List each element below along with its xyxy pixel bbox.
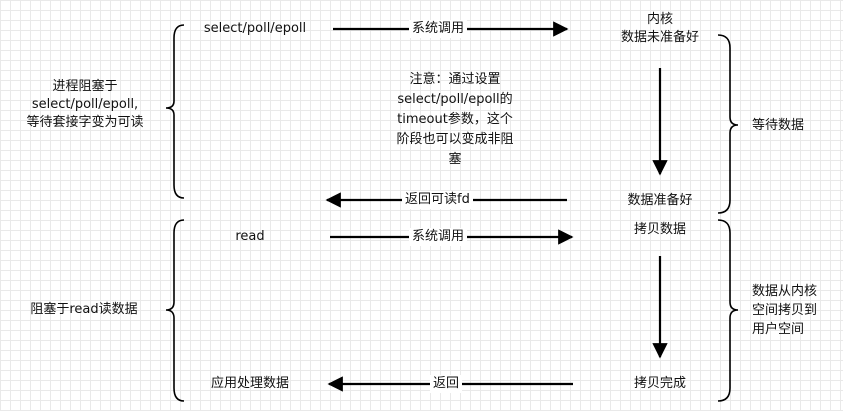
copy-complete: 拷贝完成	[633, 376, 686, 391]
left-brace-select	[165, 24, 185, 199]
select-poll-epoll-call: select/poll/epoll	[203, 21, 307, 36]
kernel-data-not-ready: 内核 数据未准备好	[620, 12, 699, 45]
right-brace-wait	[717, 34, 739, 214]
label-copy-to-user: 数据从内核 空间拷贝到 用户空间	[752, 284, 818, 337]
label-select-blocked: 进程阻塞于 select/poll/epoll, 等待套接字变为可读	[26, 79, 144, 130]
app-process-data: 应用处理数据	[210, 376, 289, 391]
timeout-note: 注意：通过设置 select/poll/epoll的 timeout参数，这个 …	[396, 72, 514, 167]
left-brace-read	[165, 219, 185, 402]
data-ready: 数据准备好	[627, 193, 693, 208]
label-read-blocked: 阻塞于read读数据	[30, 302, 138, 317]
arrow-label-syscall-1: 系统调用	[409, 20, 468, 38]
right-brace-copy	[717, 219, 739, 402]
arrow-label-syscall-2: 系统调用	[409, 228, 468, 246]
arrow-label-return: 返回	[430, 375, 463, 393]
arrow-label-return-readable: 返回可读fd	[402, 191, 473, 209]
label-wait-data: 等待数据	[752, 118, 805, 133]
copy-data: 拷贝数据	[633, 222, 686, 237]
read-call: read	[235, 229, 265, 244]
